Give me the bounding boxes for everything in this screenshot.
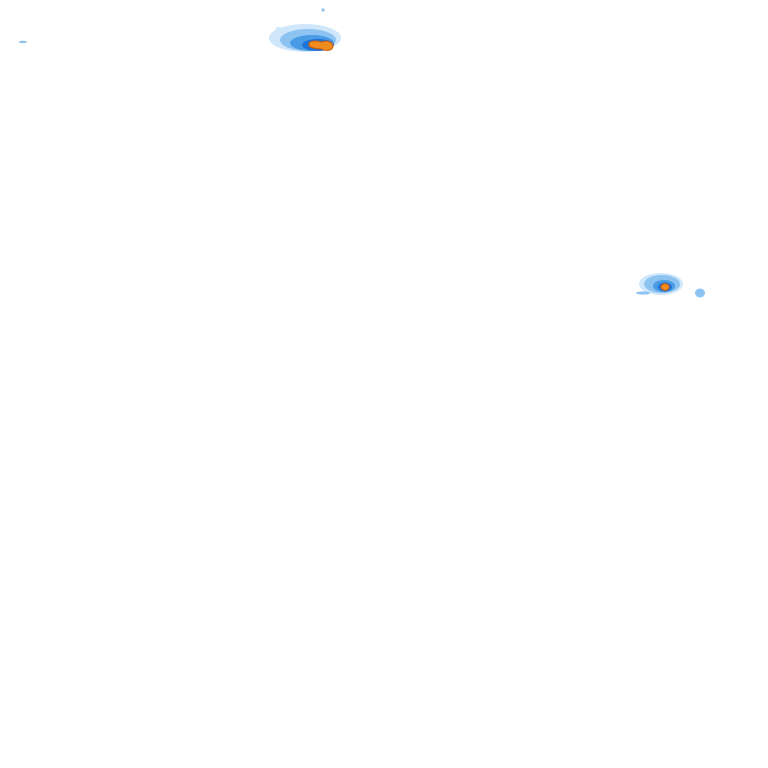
cell-east-intense (660, 283, 670, 291)
cell-east-satellite (695, 288, 705, 298)
precipitation-cell-east (636, 273, 705, 298)
precipitation-cell-north (19, 8, 341, 52)
cell-north-speck-3 (275, 27, 283, 33)
cell-north-intense (308, 40, 334, 51)
cell-north-speck-1 (321, 8, 325, 12)
cell-north-speck-2 (19, 40, 27, 44)
cell-east-tail (636, 291, 650, 295)
